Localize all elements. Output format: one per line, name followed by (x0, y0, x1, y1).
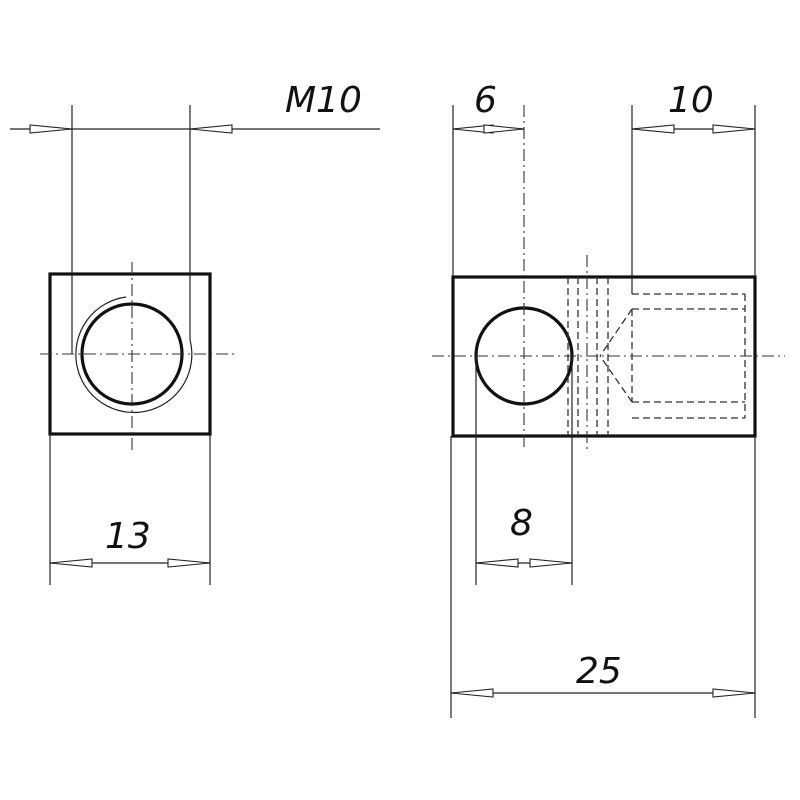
dimension-arrow (49, 558, 93, 568)
side-view-outline (451, 275, 757, 438)
hidden-line (599, 355, 633, 403)
offset-label: 6 (474, 80, 497, 121)
dimension-arrow (475, 558, 519, 568)
width-label: 13 (105, 516, 151, 557)
end-view: M10 13 (10, 80, 380, 585)
dimension-arrow (29, 124, 73, 134)
thread-label: M10 (285, 80, 362, 121)
offset-dimension: 6 (452, 80, 525, 277)
dimension-arrow (189, 124, 233, 134)
length-dimension: 25 (450, 436, 756, 718)
dimension-arrow (631, 124, 675, 134)
hidden-line (599, 308, 633, 357)
bore-label: 8 (510, 503, 533, 544)
thread-depth-label: 10 (668, 80, 714, 121)
length-label: 25 (576, 651, 622, 692)
dimension-arrow (712, 124, 756, 134)
width-dimension: 13 (49, 434, 211, 585)
thread-depth-dimension: 10 (631, 80, 756, 294)
dimension-arrow (483, 124, 525, 134)
dimension-arrow (167, 558, 211, 568)
thread-dimension: M10 (10, 80, 380, 354)
dimension-arrow (529, 558, 573, 568)
dimension-arrow (450, 688, 494, 698)
side-view: 6 10 8 25 (432, 80, 785, 718)
bore-dimension: 8 (475, 356, 573, 585)
dimension-arrow (712, 688, 756, 698)
thread-arc (75, 296, 193, 414)
